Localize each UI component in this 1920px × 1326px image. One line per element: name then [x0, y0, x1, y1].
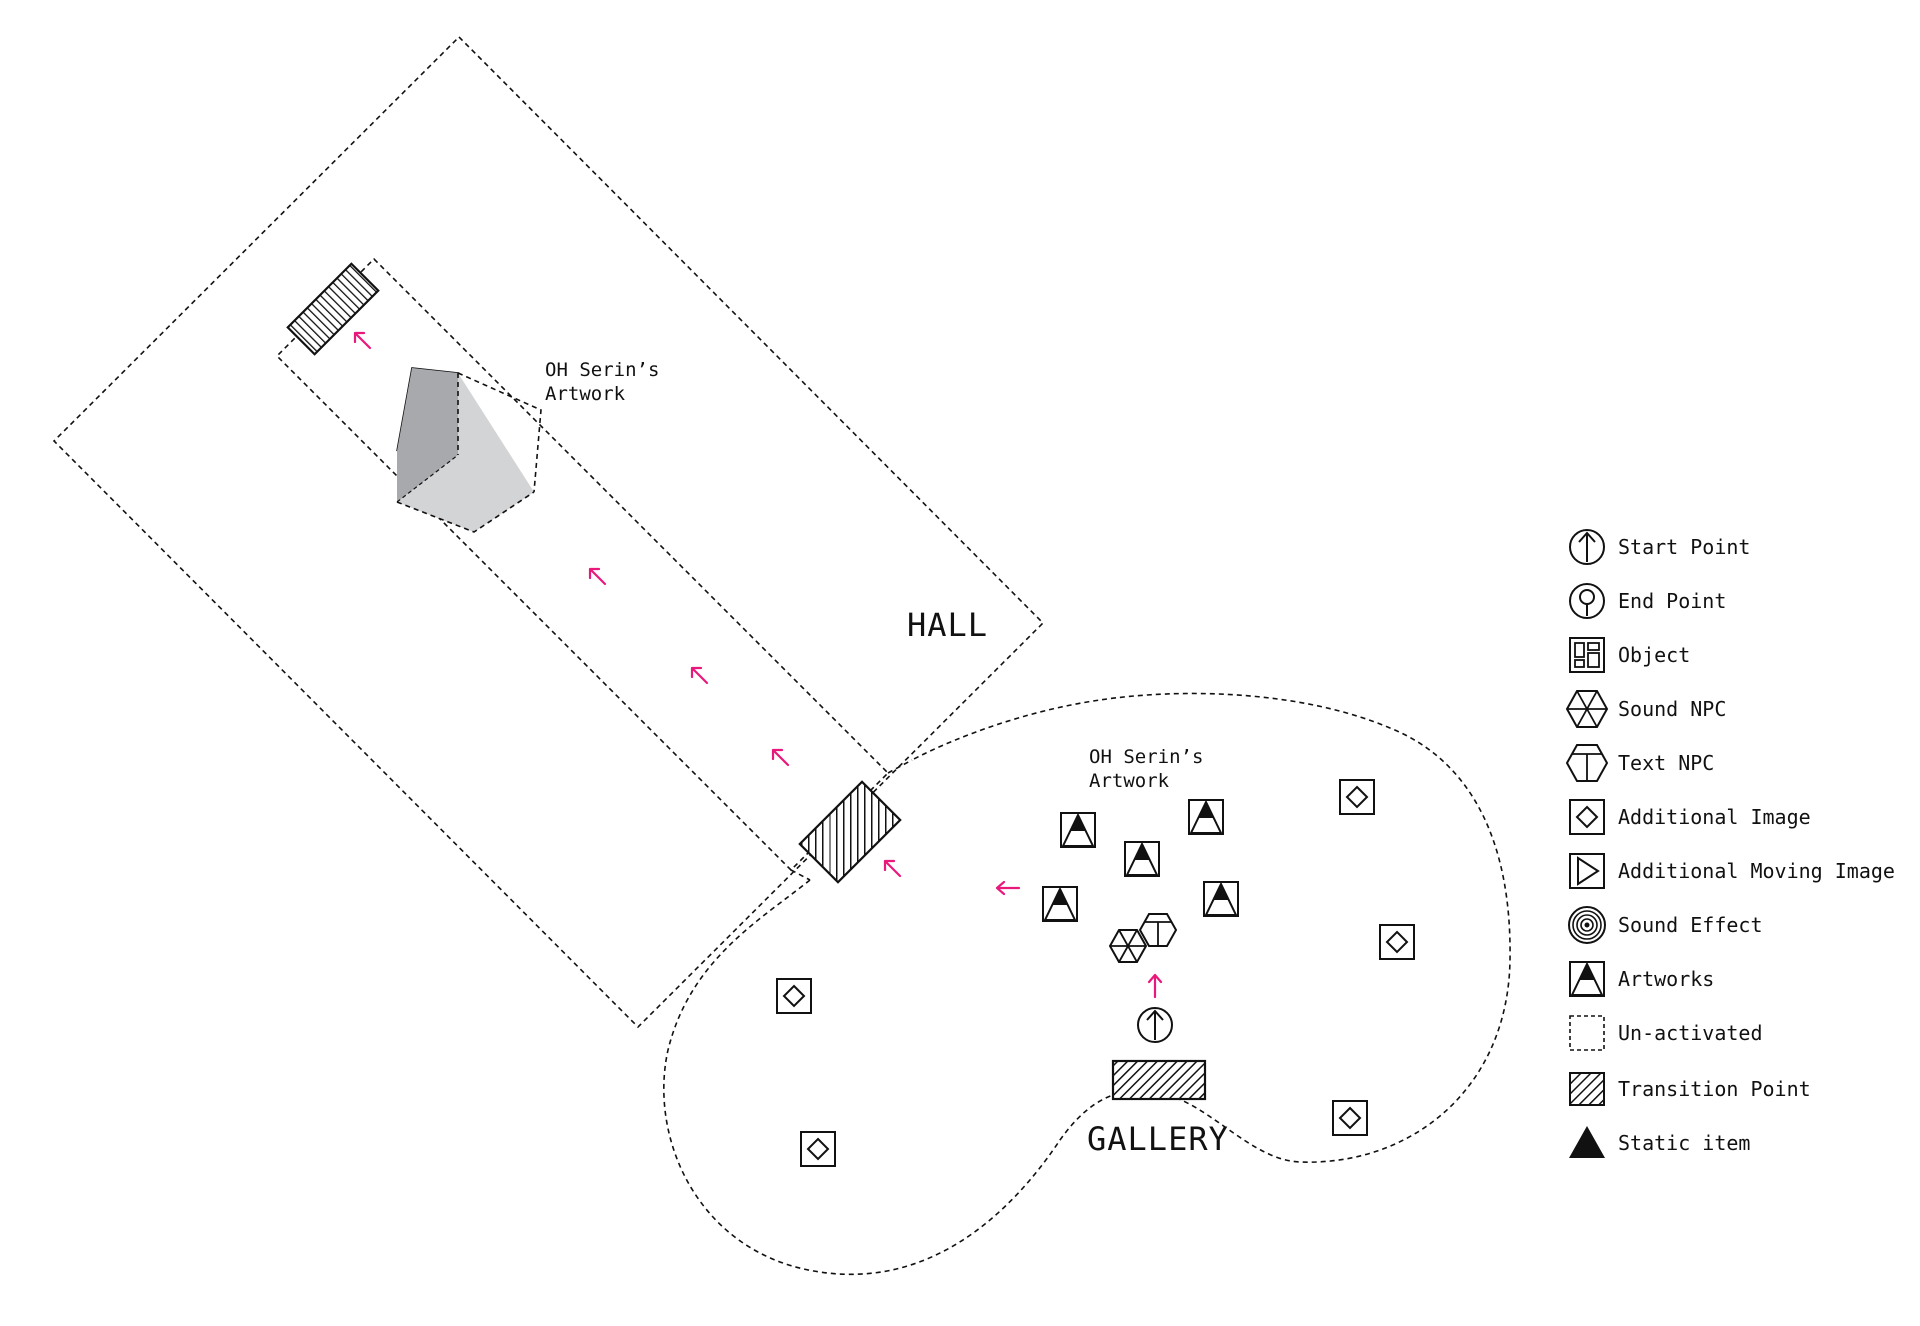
hall-path-arrow — [771, 748, 790, 767]
artworks-icon — [1569, 961, 1605, 997]
artwork-marker[interactable] — [1060, 812, 1096, 848]
hall-path-arrow — [588, 567, 607, 586]
artwork-marker[interactable] — [1124, 841, 1160, 877]
transition-point-icon — [1569, 1072, 1605, 1106]
legend-label: Transition Point — [1618, 1077, 1811, 1101]
end-point-icon — [1569, 583, 1605, 619]
hall-end-transition-point[interactable] — [286, 262, 380, 356]
text-npc-icon — [1565, 744, 1609, 782]
additional-image-marker[interactable] — [800, 1131, 836, 1167]
object-icon — [1569, 637, 1605, 673]
artwork-marker[interactable] — [1203, 881, 1239, 917]
text-npc[interactable] — [1138, 913, 1178, 947]
gallery-boundary — [663, 692, 1511, 1275]
legend-label: Additional Image — [1618, 805, 1811, 829]
artwork-marker[interactable] — [1042, 886, 1078, 922]
gallery-artwork-label-line2: Artwork — [1089, 770, 1170, 792]
additional-image-marker[interactable] — [1332, 1100, 1368, 1136]
legend-label: Text NPC — [1618, 751, 1714, 775]
legend-label: Object — [1618, 643, 1690, 667]
static-item-icon — [1569, 1126, 1605, 1158]
legend-label: Un-activated — [1618, 1021, 1763, 1045]
sound-npc[interactable] — [1108, 929, 1148, 963]
additional-image-icon — [1569, 799, 1605, 835]
legend-label: Artworks — [1618, 967, 1714, 991]
gallery-label: GALLERY — [1087, 1120, 1229, 1158]
gallery-artwork-label-line1: OH Serin’s — [1089, 746, 1203, 768]
hall-gallery-transition-point[interactable] — [798, 780, 902, 884]
un-activated-icon — [1569, 1015, 1605, 1051]
legend-label: Sound Effect — [1618, 913, 1763, 937]
start-point[interactable] — [1137, 1007, 1173, 1043]
sound-effect-icon — [1568, 906, 1606, 944]
hall-artwork-label-line2: Artwork — [545, 383, 626, 405]
hall-label: HALL — [907, 606, 988, 644]
hall-path-arrow — [690, 666, 709, 685]
hall-path-arrow — [883, 859, 902, 878]
additional-image-marker[interactable] — [776, 978, 812, 1014]
gallery-transition-point[interactable] — [1111, 1059, 1207, 1101]
additional-moving-image-icon — [1569, 853, 1605, 889]
hall-corridor — [275, 257, 890, 872]
gallery-path-arrow — [995, 880, 1021, 896]
additional-image-marker[interactable] — [1379, 924, 1415, 960]
legend-label: End Point — [1618, 589, 1726, 613]
hall-artwork-label-line1: OH Serin’s — [545, 359, 659, 381]
legend: Start Point End Point Object Sound NPC — [1565, 529, 1895, 1158]
start-point-icon — [1569, 529, 1605, 565]
legend-label: Additional Moving Image — [1618, 859, 1895, 883]
sound-npc-icon — [1565, 690, 1609, 728]
additional-image-marker[interactable] — [1339, 779, 1375, 815]
legend-label: Static item — [1618, 1131, 1750, 1155]
hall-path-arrow — [353, 331, 372, 350]
hall-boundary — [52, 35, 1045, 1029]
hall-artwork-cube[interactable] — [396, 367, 542, 533]
legend-label: Sound NPC — [1618, 697, 1726, 721]
artwork-marker[interactable] — [1188, 799, 1224, 835]
connector-line-lower — [790, 869, 811, 881]
connector-line-upper — [887, 759, 913, 774]
gallery-path-arrow — [1147, 973, 1163, 999]
legend-label: Start Point — [1618, 535, 1750, 559]
